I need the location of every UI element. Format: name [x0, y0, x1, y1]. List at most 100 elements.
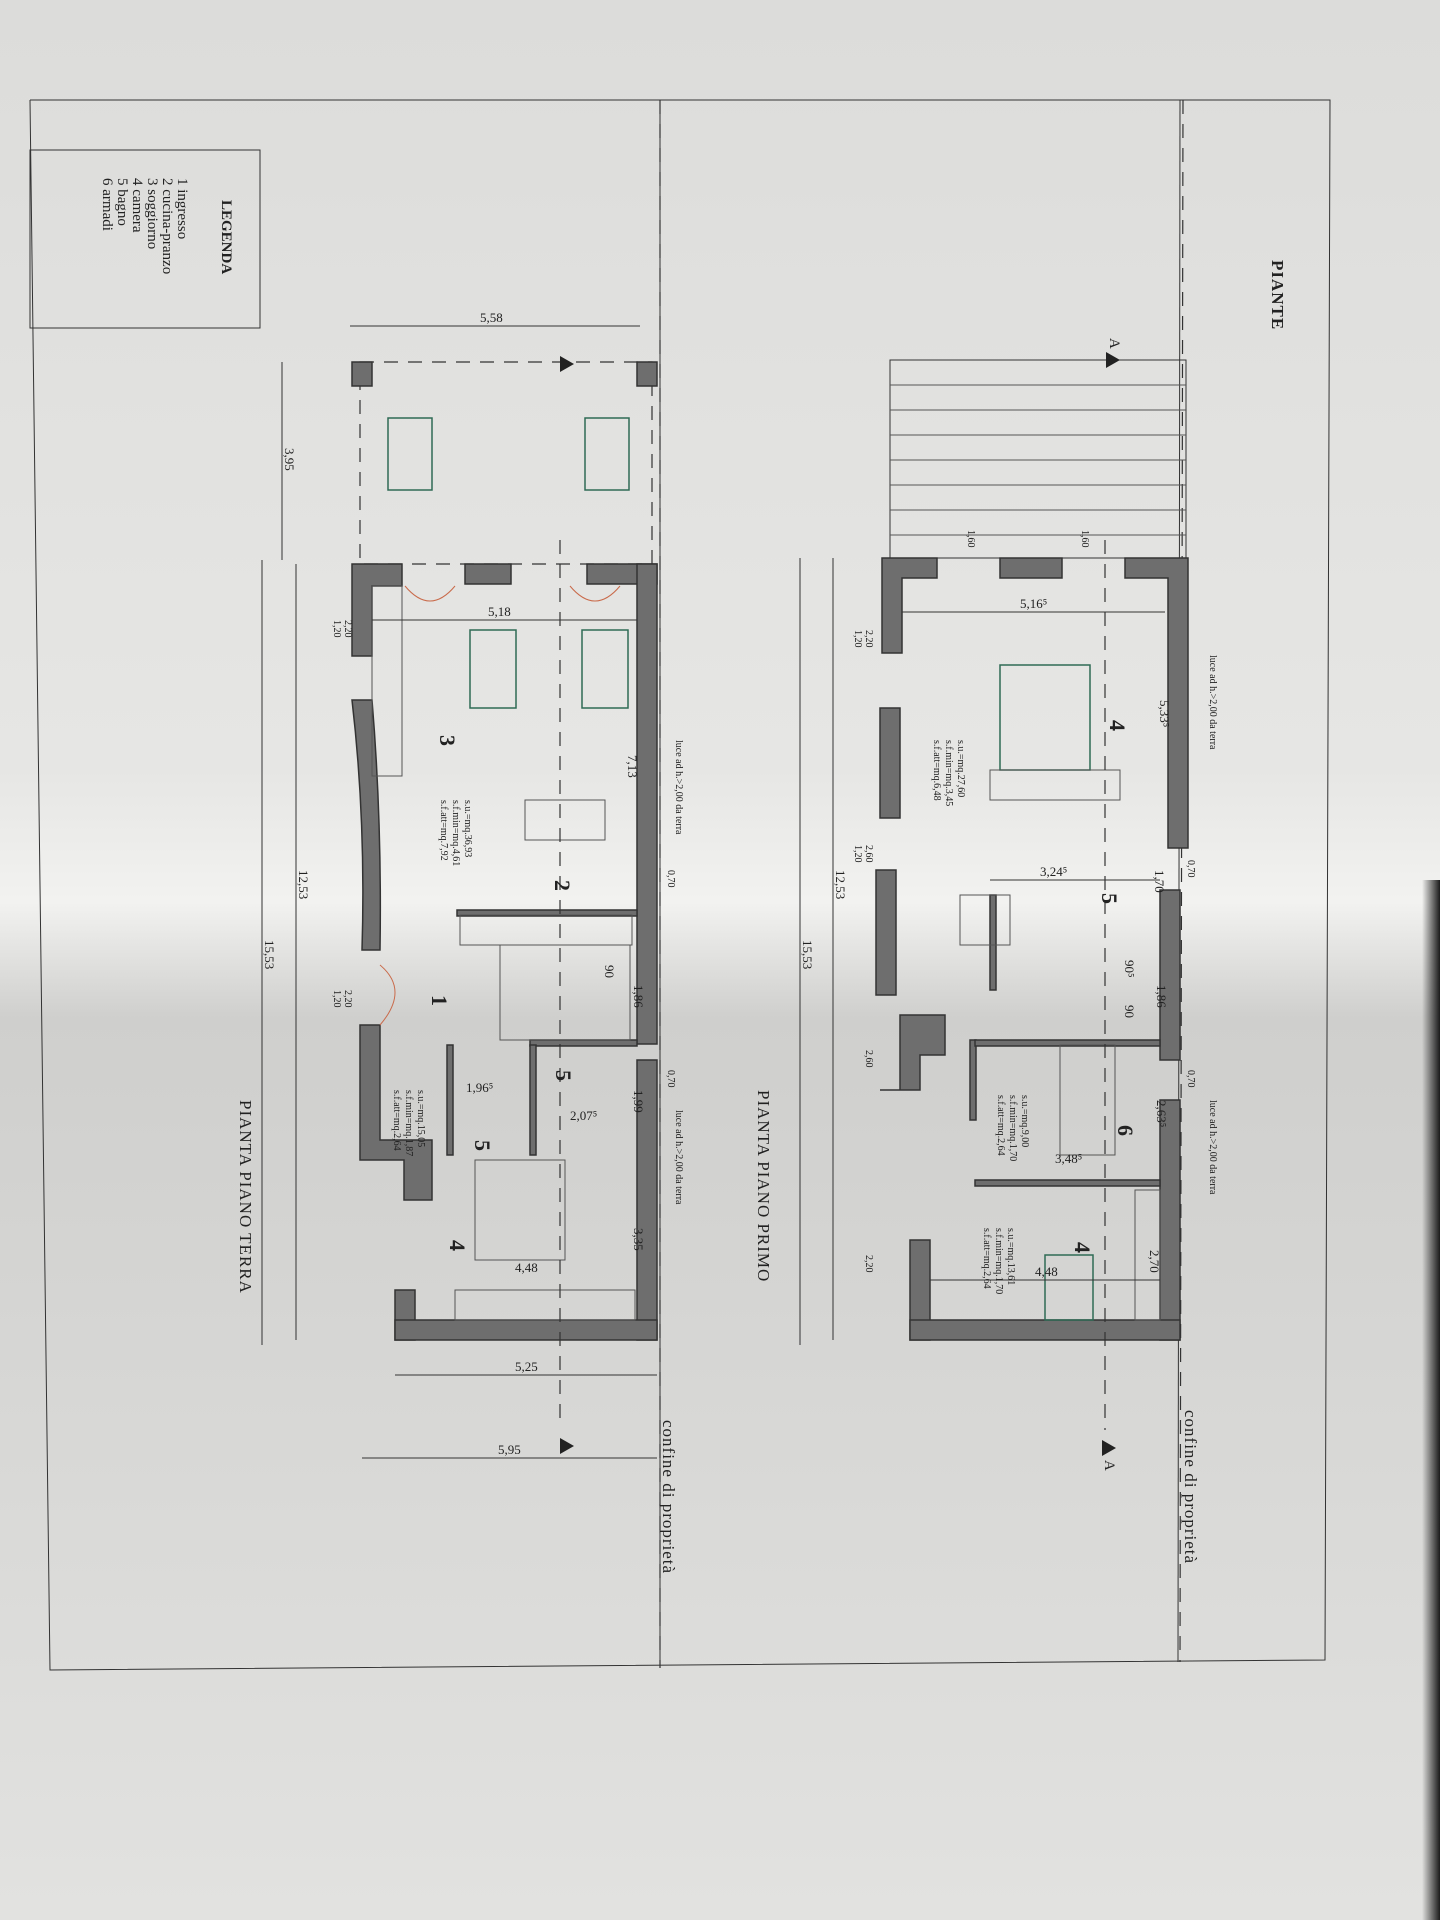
room-number: 5 [470, 1140, 495, 1151]
window-label: 1,20 [852, 845, 863, 863]
dimension-label: 5,25 [515, 1359, 538, 1374]
legend-item: 1 ingresso [174, 178, 190, 239]
legend-item: 2 cucina-pranzo [159, 178, 175, 274]
dimension-label: 3,48⁵ [1055, 1151, 1082, 1166]
area-text: s.u.=mq.15,05 [415, 1090, 426, 1147]
dimension-label: 12,53 [833, 870, 848, 899]
room-number: 5 [1097, 893, 1122, 904]
light-note: luce ad h.>2,00 da terra [673, 740, 684, 835]
window-label: 2,20 [863, 1255, 874, 1273]
window-label: 1,20 [852, 630, 863, 648]
property-line-label: confine di proprietà [659, 1420, 678, 1574]
dimension-label: 2,70 [1147, 1250, 1162, 1273]
legend-items: 1 ingresso 2 cucina-pranzo 3 soggiorno 4… [99, 178, 190, 274]
dimension-label: 12,53 [296, 870, 311, 899]
dimension-label: 15,53 [800, 940, 815, 969]
window-label: 2,20 [863, 630, 874, 648]
room-number: 4 [1105, 720, 1130, 731]
room-number: 4 [445, 1240, 470, 1251]
area-text: s.f.att=mq.2,64 [391, 1090, 402, 1151]
section-arrow-icon [560, 1438, 574, 1454]
dimension-label: 5,16⁵ [1020, 596, 1047, 611]
frame-divider-right [1177, 99, 1181, 1663]
section-arrow-icon [1106, 352, 1120, 368]
window-label: 2,60 [863, 1050, 874, 1068]
legend-item: 6 armadi [99, 178, 115, 231]
room-number: 5 [551, 1070, 576, 1081]
section-marker: A [1106, 338, 1122, 349]
floor-title: PIANTA PIANO TERRA [236, 1100, 255, 1294]
window-label: 2,20 [342, 620, 353, 638]
area-text: s.u.=mq.13,61 [1005, 1228, 1016, 1285]
room-number: 2 [550, 880, 575, 891]
window-label: 2,20 [342, 990, 353, 1008]
section-arrow-icon [1102, 1440, 1116, 1456]
area-text: s.f.min=mq.1,70 [993, 1228, 1004, 1294]
dimension-label: 5,95 [498, 1442, 521, 1457]
window-label: 1,60 [965, 530, 976, 548]
window-label: 0,70 [1185, 1070, 1196, 1088]
ground-floor-plan [351, 361, 658, 1420]
dimension-label: 1,86 [1154, 985, 1169, 1008]
first-floor-labels: 4 5 6 4 s.u.=mq.27,60 s.f.min=mq.3,45 s.… [560, 338, 1218, 1564]
dimension-label: 3,24⁵ [1040, 864, 1067, 879]
dimension-label: 1,99 [631, 1090, 646, 1113]
first-floor-plan [875, 359, 1189, 1430]
table-edge [1422, 880, 1440, 1920]
window-label: 2,60 [863, 845, 874, 863]
dimension-label: 4,48 [1035, 1264, 1058, 1279]
window-label: 0,70 [1185, 860, 1196, 878]
ground-floor-labels: 3 2 1 5 5 4 s.u.=mq.36,93 s.f.min=mq.4,6… [236, 310, 684, 1574]
dimension-label: 90 [602, 965, 617, 978]
legend-item: 5 bagno [114, 178, 130, 226]
window-label: 0,70 [665, 1070, 676, 1088]
legend-item: 4 camera [129, 178, 145, 233]
light-note: luce ad h.>2,00 da terra [1207, 1100, 1218, 1195]
dimension-label: 5,18 [488, 604, 511, 619]
dimension-label: 90⁵ [1122, 960, 1137, 978]
property-line-first [1179, 99, 1184, 1663]
section-marker: A [1101, 1460, 1117, 1471]
dimension-label: 7,13 [625, 755, 640, 778]
room-number: 4 [1070, 1242, 1095, 1253]
window-label: 0,70 [665, 870, 676, 888]
dimension-label: 15,53 [262, 940, 277, 969]
area-text: s.f.att=mq.2,64 [981, 1228, 992, 1289]
light-note: luce ad h.>2,00 da terra [673, 1110, 684, 1205]
area-text: s.u.=mq.36,93 [462, 800, 473, 857]
dimension-label: 4,48 [515, 1260, 538, 1275]
room-number: 3 [435, 735, 460, 746]
area-text: s.f.att=mq.2,64 [995, 1095, 1006, 1156]
light-note: luce ad h.>2,00 da terra [1207, 655, 1218, 750]
legend-item: 3 soggiorno [144, 178, 160, 249]
legend-heading: LEGENDA [218, 200, 234, 274]
window-label: 1,20 [331, 990, 342, 1008]
section-arrow-icon [560, 356, 574, 372]
area-text: s.f.min=mq.3,45 [943, 740, 954, 806]
legend-box [29, 149, 261, 329]
dimension-label: 2,63⁵ [1154, 1100, 1169, 1127]
dimension-label: 5,58 [480, 310, 503, 325]
floor-title: PIANTA PIANO PRIMO [754, 1090, 773, 1282]
dimension-label: 1,96⁵ [466, 1080, 493, 1095]
dimension-label: 1,86 [631, 985, 646, 1008]
area-text: s.f.att=mq.6,48 [931, 740, 942, 801]
window-label: 1,60 [1079, 530, 1090, 548]
window-label: 1,20 [331, 620, 342, 638]
dimension-label: 3,35 [631, 1228, 646, 1251]
property-line-label: confine di proprietà [1181, 1410, 1200, 1564]
dimension-label: 5,33⁵ [1157, 700, 1172, 727]
area-text: s.f.att=mq.7,92 [438, 800, 449, 861]
area-text: s.f.min=mq.1,87 [403, 1090, 414, 1156]
dimension-label: 2,07⁵ [570, 1108, 597, 1123]
dimension-label: 90 [1122, 1005, 1137, 1018]
sheet-title: PIANTE [1268, 260, 1287, 330]
room-number: 6 [1113, 1125, 1138, 1136]
area-text: s.u.=mq.9,00 [1019, 1095, 1030, 1147]
area-text: s.f.min=mq.1,70 [1007, 1095, 1018, 1161]
sheet-frame [29, 99, 1331, 1671]
area-text: s.f.min=mq.4,61 [450, 800, 461, 866]
dimension-label: 3,95 [282, 448, 297, 471]
